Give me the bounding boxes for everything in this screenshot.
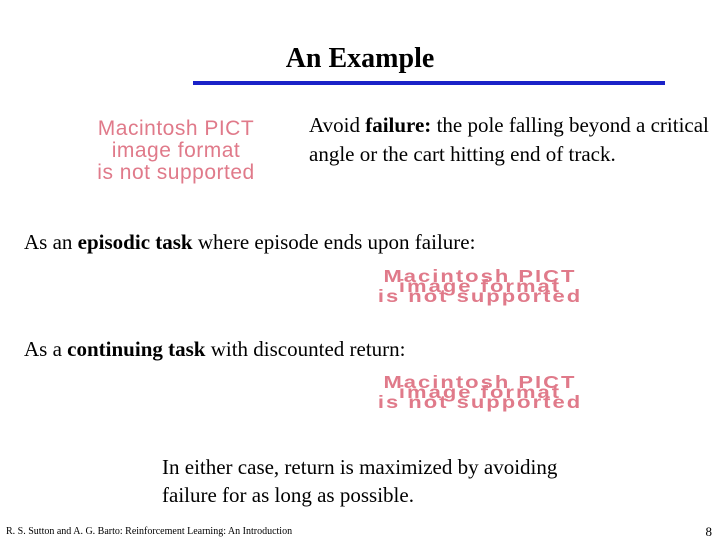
unsupported-image-placeholder-episodic-formula: Macintosh PICT image format is not suppo…: [285, 266, 675, 307]
placeholder-line: image format: [398, 382, 562, 402]
episodic-rest: where episode ends upon failure:: [192, 230, 476, 254]
placeholder-line: is not supported: [377, 286, 583, 307]
slide-title: An Example: [285, 43, 435, 74]
placeholder-line: Macintosh PICT: [383, 372, 577, 392]
avoid-rest: the pole falling beyond a critical angle…: [309, 113, 709, 166]
continuing-emphasis: continuing task: [67, 337, 206, 361]
placeholder-line: Macintosh PICT: [383, 266, 577, 286]
page-number: 8: [705, 524, 713, 539]
placeholder-line: is not supported: [97, 161, 255, 184]
footer-citation: R. S. Sutton and A. G. Barto: Reinforcem…: [6, 526, 293, 537]
continuing-prefix: As a: [24, 337, 68, 361]
episodic-emphasis: episodic task: [77, 230, 193, 254]
avoid-failure-text: Avoid failure: the pole falling beyond a…: [309, 111, 709, 169]
avoid-emphasis: failure:: [365, 113, 432, 137]
episodic-task-text: As an episodic task where episode ends u…: [24, 229, 475, 255]
avoid-prefix: Avoid: [309, 113, 366, 137]
placeholder-line: Macintosh PICT: [97, 117, 255, 140]
continuing-task-text: As a continuing task with discounted ret…: [24, 336, 406, 362]
continuing-rest: with discounted return:: [205, 337, 406, 361]
unsupported-image-placeholder-cart-pole: Macintosh PICT image format is not suppo…: [62, 118, 290, 184]
title-underline: [193, 81, 665, 85]
placeholder-line: is not supported: [377, 392, 583, 413]
placeholder-line: image format: [111, 139, 241, 162]
unsupported-image-placeholder-continuing-formula: Macintosh PICT image format is not suppo…: [285, 372, 675, 413]
episodic-prefix: As an: [24, 230, 78, 254]
placeholder-line: image format: [398, 276, 562, 296]
conclusion-text: In either case, return is maximized by a…: [162, 455, 558, 507]
